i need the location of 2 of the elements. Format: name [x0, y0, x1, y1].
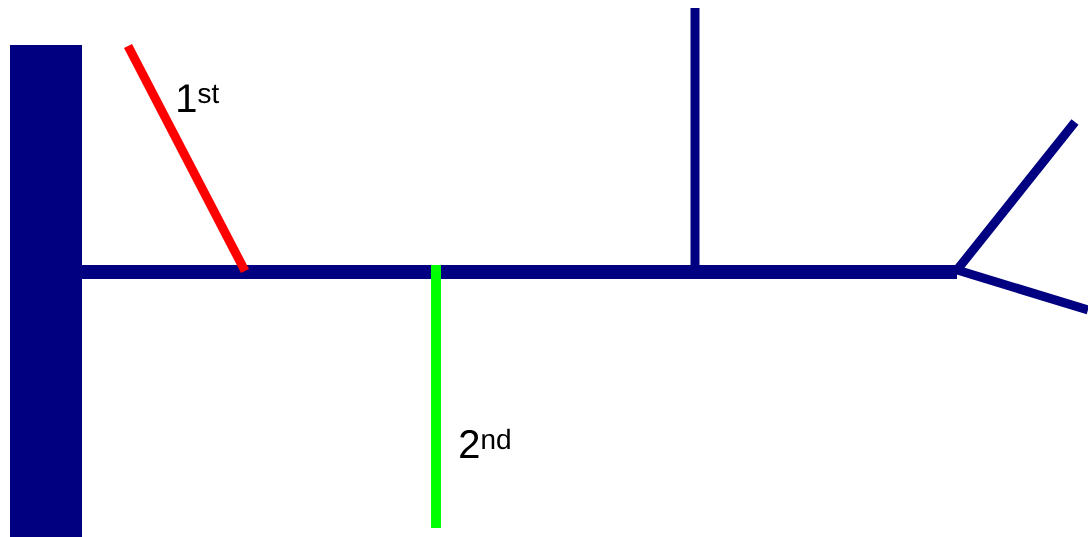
branch-label: 2$^{nd}$: [460, 428, 510, 458]
branch-label: 1$^{st}$: [178, 84, 220, 112]
